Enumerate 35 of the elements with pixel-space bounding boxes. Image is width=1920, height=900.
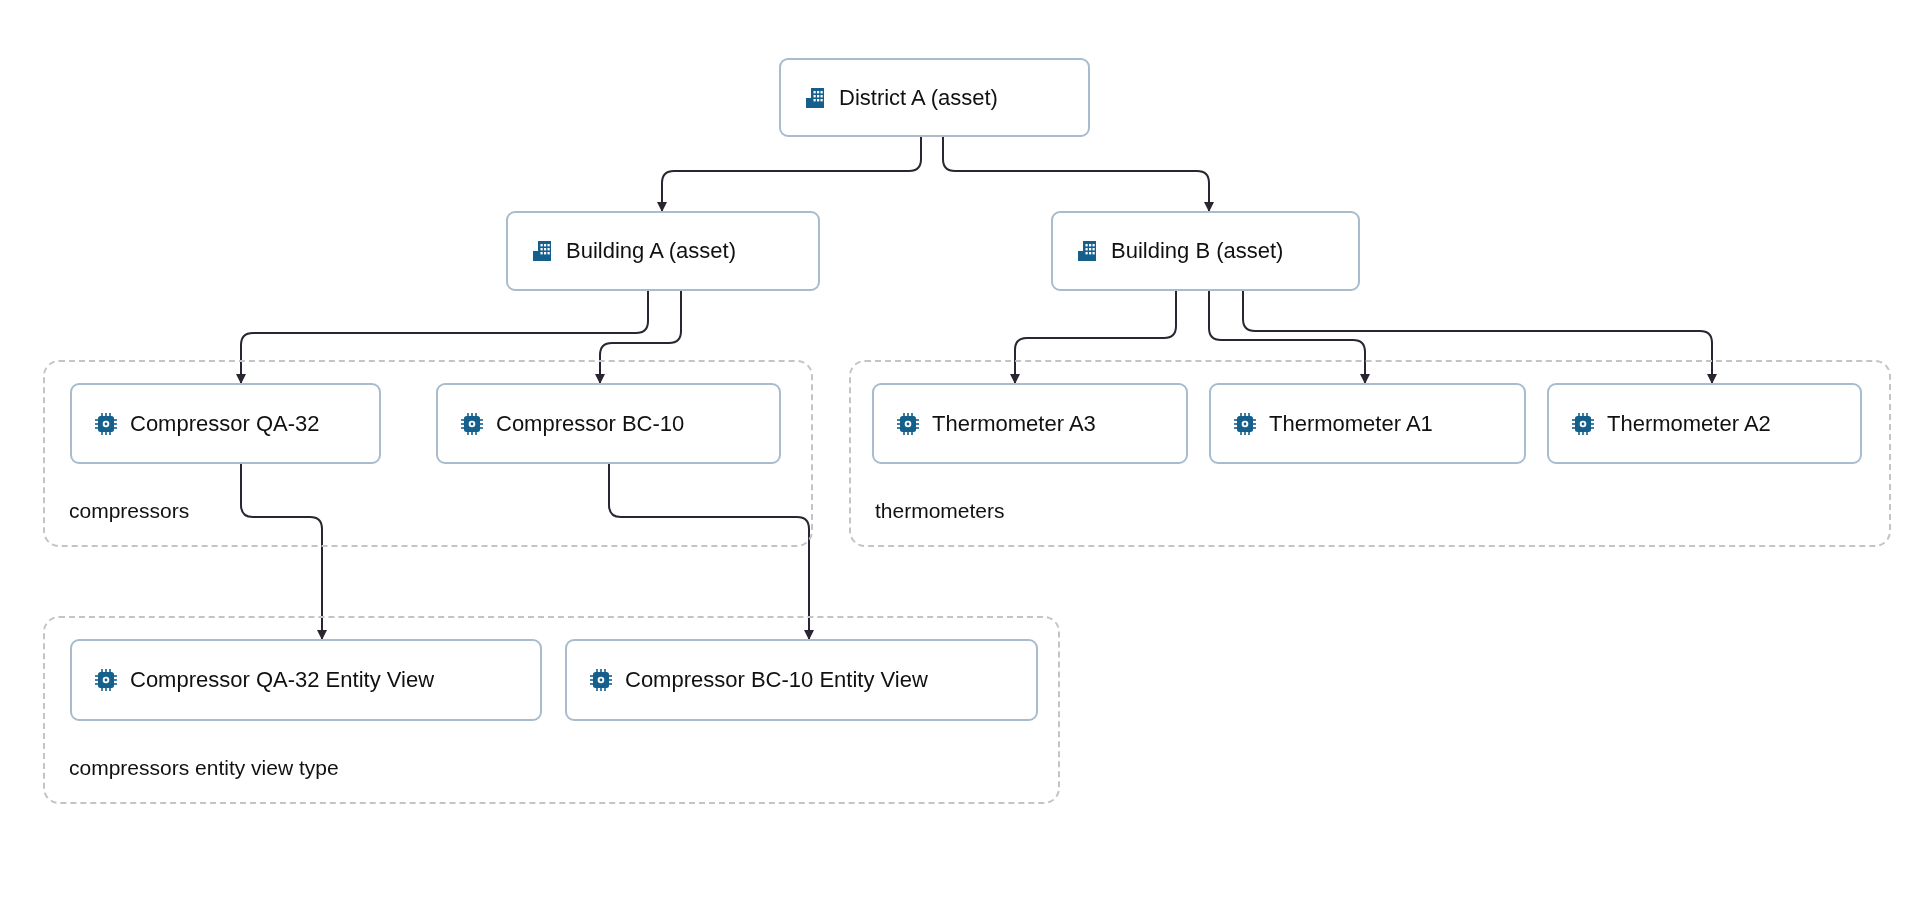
node-label: Thermometer A3 <box>932 410 1096 437</box>
entity-card <box>436 383 781 464</box>
connector-arrow <box>608 463 814 640</box>
node-label: Building B (asset) <box>1111 238 1284 264</box>
node-label: Thermometer A1 <box>1269 410 1433 437</box>
node-label: Compressor BC-10 Entity View <box>625 667 928 693</box>
node-label: Compressor QA-32 <box>130 410 320 437</box>
connector-arrow <box>942 136 1214 212</box>
entity-card <box>1209 383 1526 464</box>
group-label: thermometers <box>875 499 1005 523</box>
node-label: Building A (asset) <box>566 238 736 264</box>
entity-card <box>872 383 1188 464</box>
node-label: District A (asset) <box>839 84 998 111</box>
node-label: Compressor BC-10 <box>496 410 685 437</box>
entity-card <box>779 58 1090 137</box>
entity-card <box>1051 211 1360 291</box>
node-label: Thermometer A2 <box>1607 410 1771 437</box>
connector-arrow <box>1010 290 1177 384</box>
connector-arrow <box>1242 290 1717 384</box>
entity-card <box>506 211 820 291</box>
group-label: compressors entity view type <box>69 756 339 780</box>
node-label: Compressor QA-32 Entity View <box>130 667 435 693</box>
connector-arrow <box>1208 290 1370 384</box>
group-label: compressors <box>69 499 190 523</box>
connector-arrow <box>657 136 922 212</box>
group-frame <box>43 360 813 547</box>
group-frame <box>43 616 1060 804</box>
connector-arrow <box>236 290 649 384</box>
connector-arrow <box>595 290 682 384</box>
entity-card <box>565 639 1038 721</box>
entity-card <box>1547 383 1862 464</box>
entity-card <box>70 383 381 464</box>
group-frame <box>849 360 1891 547</box>
entity-card <box>70 639 542 721</box>
connector-arrow <box>240 463 327 640</box>
